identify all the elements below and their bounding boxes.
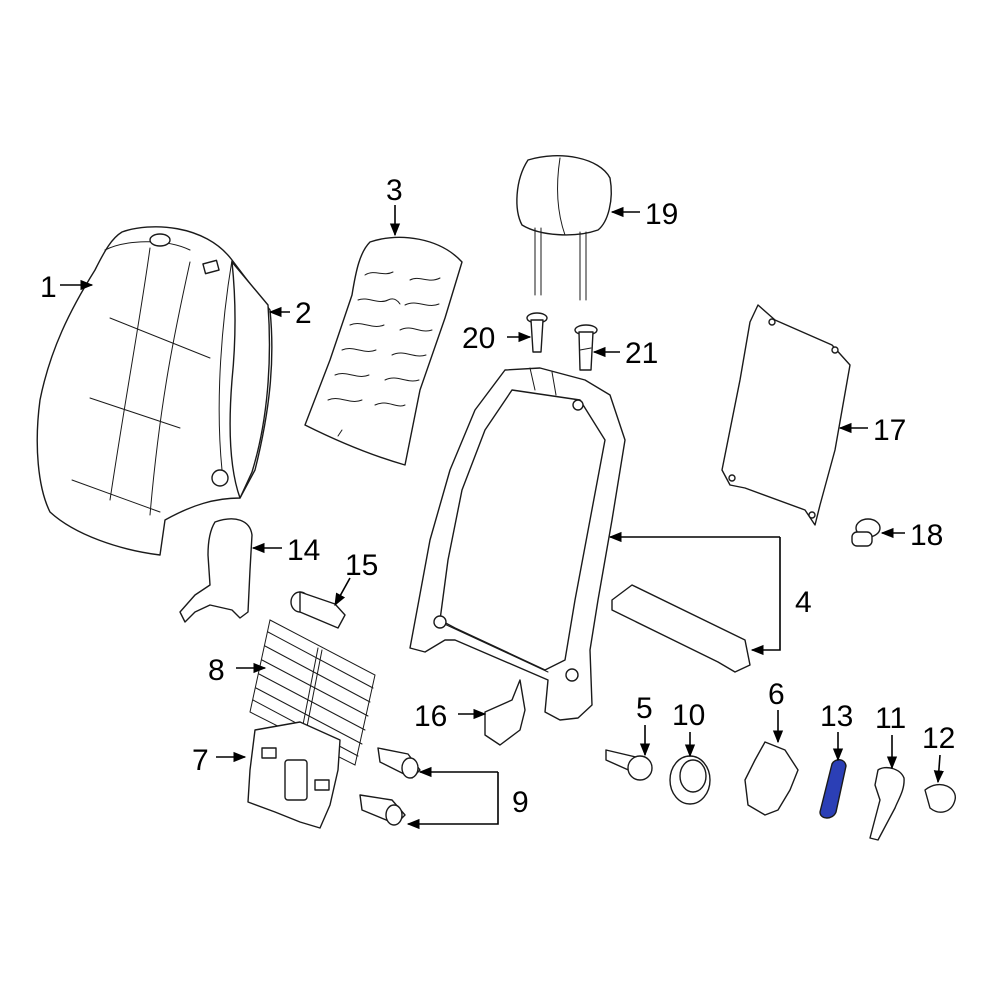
part-15-fastener[interactable]: [290, 591, 346, 629]
callout-5: 5: [636, 692, 653, 725]
part-10-ring-nut[interactable]: [669, 755, 711, 805]
callout-16: 16: [414, 700, 447, 733]
part-9-bolt-lower[interactable]: [359, 794, 406, 826]
callout-2: 2: [295, 297, 312, 330]
callout-17: 17: [873, 414, 906, 447]
part-6-recliner-cover[interactable]: [744, 741, 799, 816]
part-3-foam-pad[interactable]: [304, 236, 463, 466]
part-21-guide-sleeve[interactable]: [574, 324, 598, 371]
part-16-bracket[interactable]: [484, 679, 526, 746]
part-5-bolt[interactable]: [605, 749, 653, 781]
callout-13: 13: [820, 700, 853, 733]
part-11-release-lever[interactable]: [869, 766, 905, 841]
part-19-headrest[interactable]: [516, 154, 612, 301]
part-9-bolt-upper[interactable]: [377, 747, 421, 779]
callout-6: 6: [768, 678, 785, 711]
part-4-seat-back-frame[interactable]: [409, 367, 626, 721]
part-20-guide-sleeve[interactable]: [526, 312, 548, 353]
callout-21: 21: [625, 337, 658, 370]
callout-1: 1: [40, 271, 57, 304]
callout-labels: 1 2 3 19 20 21 17 18 4 14 15 8 7 16 9 5 …: [40, 174, 955, 819]
callout-12: 12: [922, 722, 955, 755]
leader-lines: [60, 205, 944, 830]
callout-15: 15: [345, 549, 378, 582]
part-13-handle-highlighted[interactable]: [819, 759, 847, 819]
callout-3: 3: [386, 174, 403, 207]
callout-8: 8: [208, 654, 225, 687]
part-4-lumbar-bar[interactable]: [611, 584, 751, 673]
part-7-adjuster-plate[interactable]: [247, 721, 341, 829]
callout-18: 18: [910, 519, 943, 552]
part-14-side-bracket[interactable]: [179, 518, 253, 623]
part-18-clip[interactable]: [851, 518, 881, 547]
callout-20: 20: [462, 322, 495, 355]
callout-19: 19: [645, 198, 678, 231]
callout-14: 14: [287, 534, 320, 567]
callout-9: 9: [512, 786, 529, 819]
callout-7: 7: [192, 744, 209, 777]
part-12-cap[interactable]: [924, 784, 956, 813]
part-2-side-trim[interactable]: [211, 261, 271, 499]
callout-10: 10: [672, 699, 705, 732]
part-17-back-panel[interactable]: [721, 304, 851, 526]
callout-11: 11: [875, 702, 906, 735]
callout-4: 4: [795, 586, 812, 619]
